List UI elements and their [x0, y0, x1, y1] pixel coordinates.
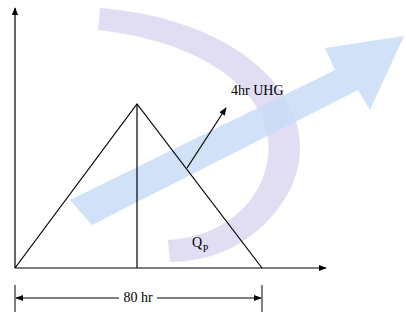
peak-discharge-symbol: Q — [192, 236, 202, 250]
dimension-tick — [15, 285, 16, 312]
y-axis — [14, 8, 15, 268]
watermark-arrow — [70, 36, 404, 225]
dimension-label: 80 hr — [119, 291, 156, 305]
x-axis — [15, 267, 326, 268]
leader-arrow — [187, 108, 226, 168]
curve-label: 4hr UHG — [231, 84, 284, 98]
triangular-hydrograph — [15, 104, 262, 268]
peak-line — [136, 104, 137, 268]
subscript: P — [203, 244, 209, 254]
dimension-tick — [262, 285, 263, 312]
watermark-arc — [98, 8, 300, 262]
